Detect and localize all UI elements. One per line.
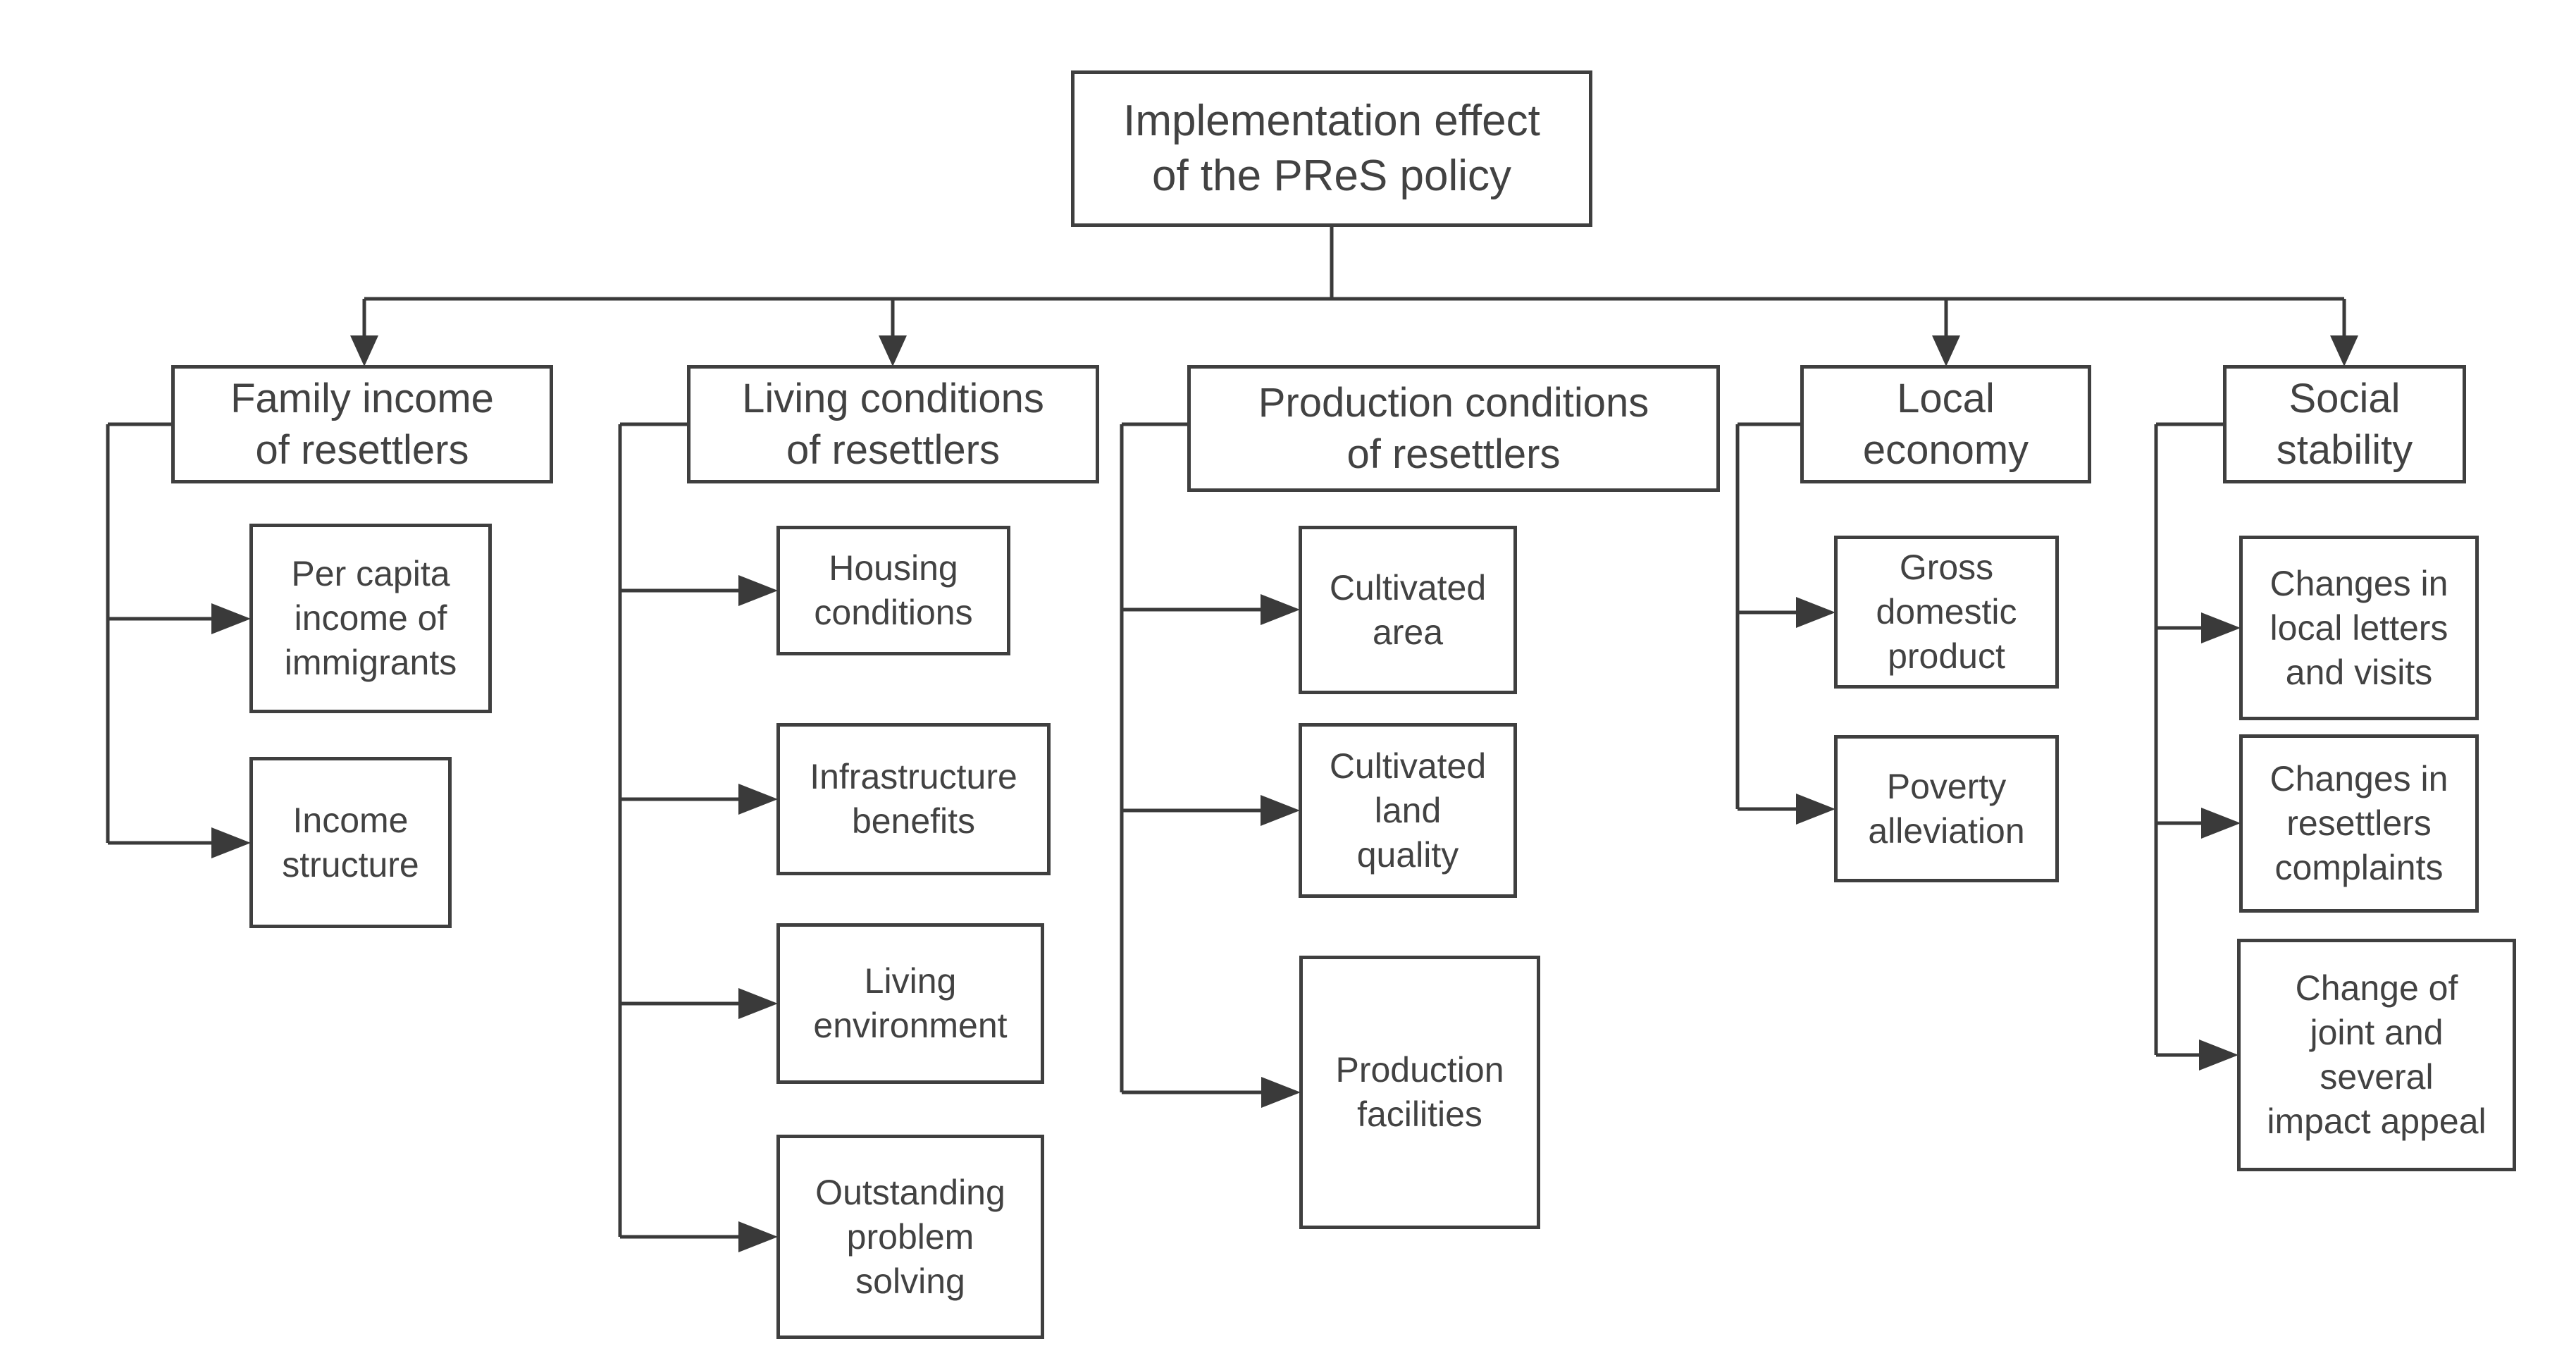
node-cultivated-area: Cultivated area: [1299, 526, 1517, 694]
family-income-connector: [106, 422, 251, 858]
node-production-conditions: Production conditions of resettlers: [1187, 365, 1720, 492]
node-living-conditions: Living conditions of resettlers: [687, 365, 1099, 483]
node-cultivated-land-quality: Cultivated land quality: [1299, 723, 1517, 898]
living-conditions-connector: [618, 422, 778, 1252]
node-changes-local-letters: Changes in local letters and visits: [2239, 536, 2479, 720]
node-per-capita-income: Per capita income of immigrants: [249, 524, 492, 713]
node-outstanding-problem-solving: Outstanding problem solving: [776, 1135, 1044, 1339]
root-connector: [350, 227, 2358, 366]
node-social-stability: Social stability: [2223, 365, 2466, 483]
node-family-income: Family income of resettlers: [171, 365, 553, 483]
node-poverty-alleviation: Poverty alleviation: [1834, 735, 2059, 882]
node-production-facilities: Production facilities: [1299, 956, 1540, 1229]
node-infrastructure-benefits: Infrastructure benefits: [776, 723, 1051, 875]
node-change-joint-appeal: Change of joint and several impact appea…: [2237, 939, 2516, 1171]
node-housing-conditions: Housing conditions: [776, 526, 1010, 655]
node-living-environment: Living environment: [776, 923, 1044, 1084]
local-economy-connector: [1735, 422, 1835, 825]
node-local-economy: Local economy: [1800, 365, 2091, 483]
node-income-structure: Income structure: [249, 757, 452, 928]
production-conditions-connector: [1120, 422, 1301, 1108]
node-gross-domestic-product: Gross domestic product: [1834, 536, 2059, 689]
social-stability-connector: [2154, 422, 2241, 1071]
node-implementation-effect: Implementation effect of the PReS policy: [1071, 70, 1592, 227]
node-changes-resettlers-complaints: Changes in resettlers complaints: [2239, 734, 2479, 913]
